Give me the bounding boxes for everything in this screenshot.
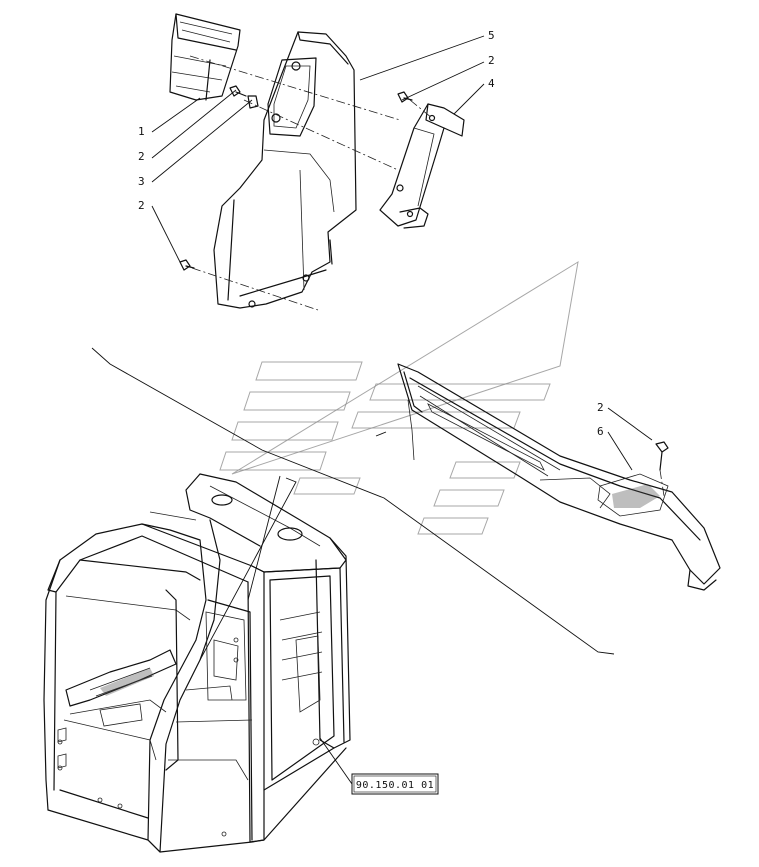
callout-labels: 5 2 4 1 2 3 2 2 6: [138, 29, 604, 438]
cab-assembly: [43, 473, 351, 853]
reference-box-label: 90.150.01 01: [356, 780, 434, 791]
callout-2-left: 2: [138, 150, 145, 163]
hardware-screws: [179, 85, 669, 471]
callout-6: 6: [597, 425, 604, 438]
part-4-bracket: [379, 103, 465, 229]
callout-leaders: [151, 35, 653, 785]
reference-box[interactable]: 90.150.01 01: [351, 773, 439, 795]
callout-4: 4: [488, 77, 495, 90]
callout-2-upper-right: 2: [488, 54, 495, 67]
part-5-trim-panel: [213, 31, 357, 309]
part-1-cover-plate: [169, 13, 241, 101]
watermark-logo: [219, 260, 579, 535]
callout-2-rail: 2: [597, 401, 604, 414]
installation-lines: [91, 347, 615, 661]
callout-5: 5: [488, 29, 495, 42]
assembly-lines: [189, 55, 665, 497]
callout-2-lower-left: 2: [138, 199, 145, 212]
part-6-trim-rail: [397, 363, 721, 591]
callout-3: 3: [138, 175, 145, 188]
callout-1: 1: [138, 125, 145, 138]
